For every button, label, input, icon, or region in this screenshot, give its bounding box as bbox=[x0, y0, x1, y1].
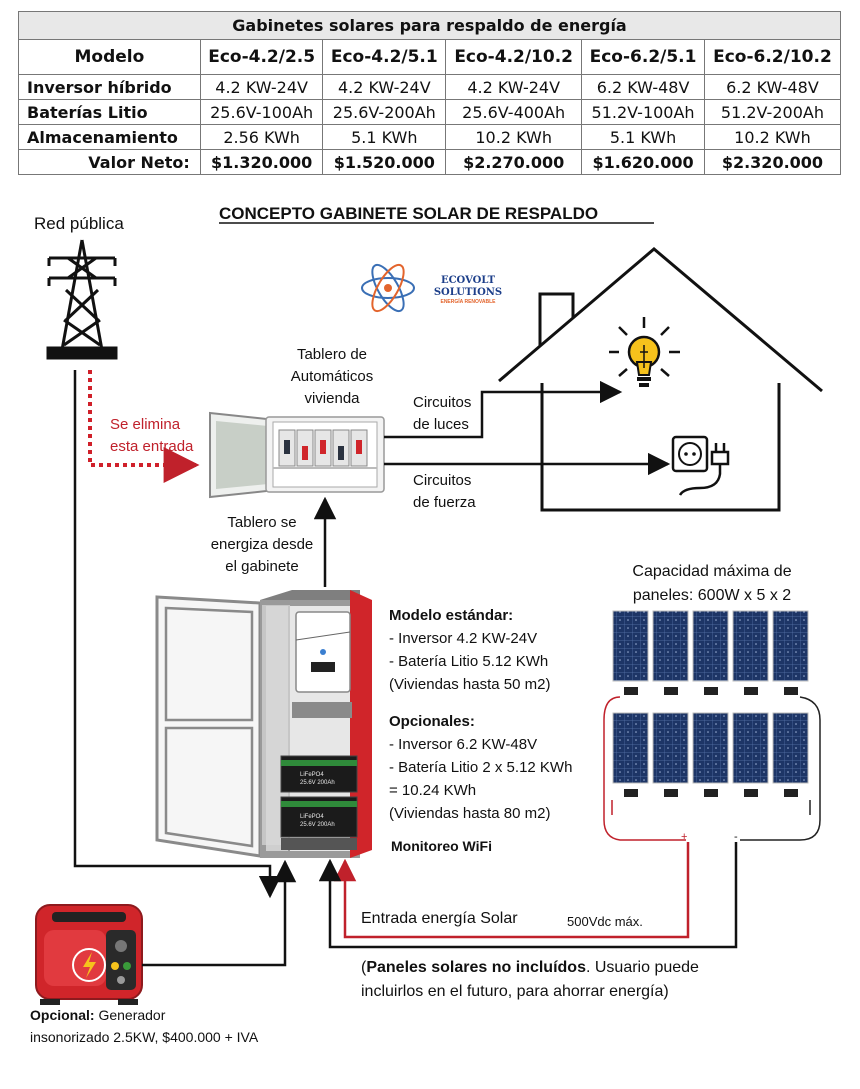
monitoreo-label: Monitoreo WiFi bbox=[391, 838, 492, 854]
paren-open: ( bbox=[361, 959, 367, 976]
row-label: Valor Neto: bbox=[18, 149, 201, 175]
opcional-line2: insonorizado 2.5KW, $400.000 + IVA bbox=[30, 1029, 259, 1045]
entrada-solar-label: Entrada energía Solar bbox=[361, 910, 518, 927]
minus-terminal: - bbox=[734, 831, 738, 843]
generator-icon bbox=[35, 904, 143, 1005]
table-cell: 25.6V-200Ah bbox=[322, 99, 447, 125]
diagram-title: CONCEPTO GABINETE SOLAR DE RESPALDO bbox=[219, 204, 599, 223]
modelo-estandar-line: - Batería Litio 5.12 KWh bbox=[389, 653, 549, 670]
tablero-line: vivienda bbox=[304, 390, 360, 407]
table-cell: 4.2 KW-24V bbox=[322, 74, 447, 100]
circuitos-luces-label: Circuitos de luces bbox=[413, 392, 471, 436]
battery-chem: LiFePO4 bbox=[300, 772, 324, 778]
paneles-bold: Paneles solares no incluídos bbox=[366, 959, 586, 976]
modelo-estandar-line: (Viviendas hasta 50 m2) bbox=[389, 676, 551, 693]
energiza-line: el gabinete bbox=[225, 558, 299, 575]
table-cell: 5.1 KWh bbox=[322, 124, 447, 150]
energiza-line: Tablero se bbox=[227, 514, 297, 531]
paneles-rest-line2: incluirlos en el futuro, para ahorrar en… bbox=[361, 983, 669, 1000]
table-row: Inversor híbrido 4.2 KW-24V 4.2 KW-24V 4… bbox=[18, 74, 842, 100]
battery-chem: LiFePO4 bbox=[300, 814, 324, 820]
luces-line: Circuitos bbox=[413, 394, 472, 411]
cabinet-icon bbox=[155, 590, 372, 858]
price-cell: $1.320.000 bbox=[199, 149, 324, 175]
row-label: Baterías Litio bbox=[18, 99, 201, 125]
table-cell: 4.2 KW-24V bbox=[199, 74, 324, 100]
breaker-panel-icon bbox=[209, 411, 385, 499]
modelo-estandar-title: Modelo estándar: bbox=[389, 607, 514, 624]
plug-icon bbox=[678, 443, 730, 496]
atom-logo-icon bbox=[361, 263, 415, 313]
opcionales-title: Opcionales: bbox=[389, 713, 475, 730]
table-cell: 10.2 KWh bbox=[445, 124, 583, 150]
table-cell: 4.2 KW-24V bbox=[445, 74, 583, 100]
capacidad-line: Capacidad máxima de bbox=[632, 563, 792, 580]
tablero-title: Tablero de Automáticos vivienda bbox=[272, 344, 392, 410]
capacidad-line: paneles: 600W x 5 x 2 bbox=[632, 587, 792, 604]
logo-text: ECOVOLT SOLUTIONS ENERGÍA RENOVABLE bbox=[433, 275, 503, 306]
power-tower-icon bbox=[46, 239, 118, 360]
header-cell: Eco-6.2/5.1 bbox=[581, 39, 705, 75]
table-title: Gabinetes solares para respaldo de energ… bbox=[18, 11, 841, 40]
luces-line: de luces bbox=[413, 416, 469, 433]
modelo-estandar-line: - Inversor 4.2 KW-24V bbox=[389, 630, 538, 647]
header-cell: Modelo bbox=[18, 39, 201, 75]
table-row: Valor Neto: $1.320.000 $1.520.000 $2.270… bbox=[18, 149, 842, 175]
solar-panel-icon bbox=[603, 610, 821, 841]
battery-label-bottom: LiFePO4 25.6V 200Ah bbox=[300, 813, 335, 829]
battery-label-top: LiFePO4 25.6V 200Ah bbox=[300, 771, 335, 787]
fuerza-line: Circuitos bbox=[413, 472, 472, 489]
se-elimina-line: Se elimina bbox=[110, 416, 181, 433]
battery-spec: 25.6V 200Ah bbox=[300, 822, 335, 828]
red-publica-label: Red pública bbox=[34, 214, 124, 233]
row-label: Almacenamiento bbox=[18, 124, 201, 150]
plus-terminal: + bbox=[681, 831, 688, 843]
fuerza-line: de fuerza bbox=[413, 494, 476, 511]
table-cell: 51.2V-100Ah bbox=[581, 99, 705, 125]
opcional-rest: Generador bbox=[94, 1007, 166, 1023]
logo-line2: SOLUTIONS bbox=[433, 287, 503, 298]
tablero-energiza-label: Tablero se energiza desde el gabinete bbox=[200, 512, 324, 578]
opcional-generator-note: Opcional: Generador insonorizado 2.5KW, … bbox=[30, 1004, 258, 1048]
header-cell: Eco-6.2/10.2 bbox=[703, 39, 842, 75]
socket-icon bbox=[671, 435, 709, 473]
opcionales-line: (Viviendas hasta 80 m2) bbox=[389, 805, 551, 822]
spec-table: Gabinetes solares para respaldo de energ… bbox=[18, 11, 842, 175]
circuitos-fuerza-label: Circuitos de fuerza bbox=[413, 470, 476, 514]
opcionales-line: - Batería Litio 2 x 5.12 KWh bbox=[389, 759, 573, 776]
opcionales-block: Opcionales: - Inversor 6.2 KW-48V - Bate… bbox=[389, 710, 572, 825]
battery-spec: 25.6V 200Ah bbox=[300, 780, 335, 786]
price-cell: $2.270.000 bbox=[445, 149, 583, 175]
paneles-note: (Paneles solares no incluídos. Usuario p… bbox=[361, 956, 781, 1004]
vdc-label: 500Vdc máx. bbox=[567, 914, 643, 929]
logo-line1: ECOVOLT bbox=[440, 275, 496, 286]
tablero-line: Tablero de bbox=[296, 346, 368, 363]
table-row: Almacenamiento 2.56 KWh 5.1 KWh 10.2 KWh… bbox=[18, 124, 842, 150]
table-cell: 6.2 KW-48V bbox=[703, 74, 842, 100]
modelo-estandar-block: Modelo estándar: - Inversor 4.2 KW-24V -… bbox=[389, 604, 550, 696]
energiza-line: energiza desde bbox=[210, 536, 314, 553]
logo-line3: ENERGÍA RENOVABLE bbox=[440, 299, 496, 305]
opcionales-line: = 10.24 KWh bbox=[389, 782, 477, 799]
table-cell: 25.6V-400Ah bbox=[445, 99, 583, 125]
se-elimina-label: Se elimina esta entrada bbox=[110, 414, 193, 458]
bulb-icon bbox=[609, 317, 680, 387]
paneles-rest: . Usuario puede bbox=[585, 959, 699, 976]
price-cell: $1.520.000 bbox=[322, 149, 447, 175]
header-cell: Eco-4.2/2.5 bbox=[199, 39, 324, 75]
table-row: Baterías Litio 25.6V-100Ah 25.6V-200Ah 2… bbox=[18, 99, 842, 125]
opcionales-line: - Inversor 6.2 KW-48V bbox=[389, 736, 538, 753]
tablero-line: Automáticos bbox=[290, 368, 374, 385]
house-outline bbox=[498, 247, 823, 512]
header-cell: Eco-4.2/10.2 bbox=[445, 39, 583, 75]
se-elimina-line: esta entrada bbox=[110, 438, 194, 455]
opcional-bold: Opcional: bbox=[30, 1007, 95, 1023]
price-cell: $2.320.000 bbox=[703, 149, 842, 175]
capacidad-label: Capacidad máxima de paneles: 600W x 5 x … bbox=[612, 560, 812, 608]
table-cell: 6.2 KW-48V bbox=[581, 74, 705, 100]
